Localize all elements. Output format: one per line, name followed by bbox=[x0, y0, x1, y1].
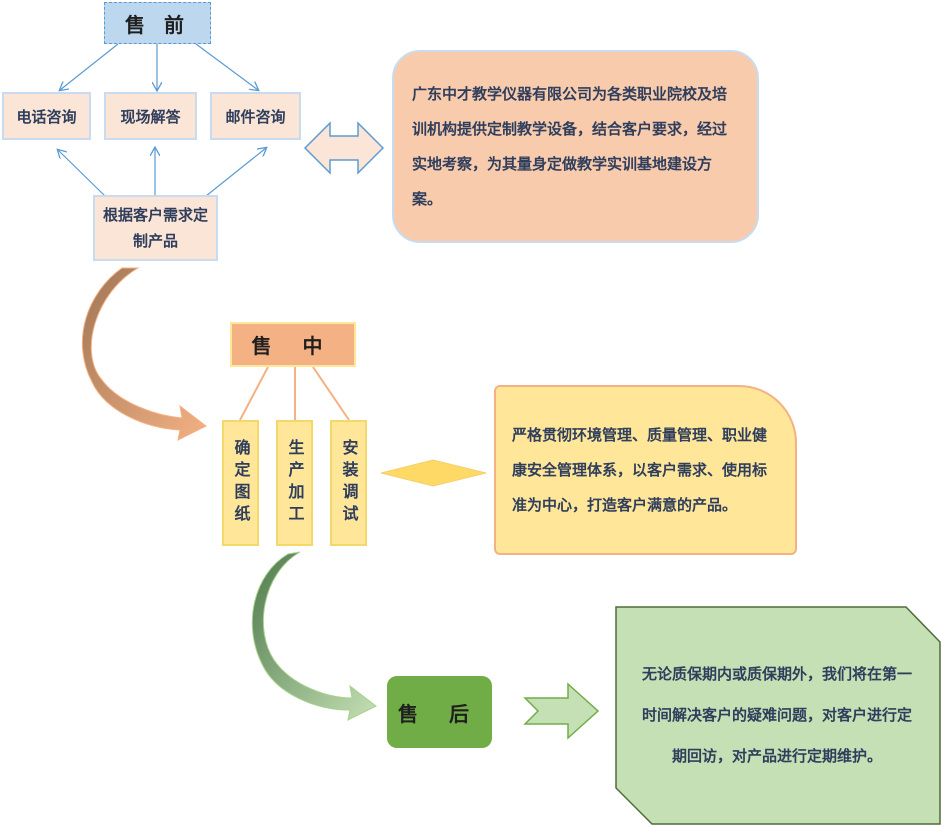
curved-arrow-pre-to-mid-icon bbox=[81, 267, 207, 441]
phone-consult-box: 电话咨询 bbox=[2, 92, 91, 140]
pre-sale-description: 广东中才教学仪器有限公司为各类职业院校及培训机构提供定制教学设备，结合客户要求，… bbox=[392, 50, 759, 243]
onsite-answer-box: 现场解答 bbox=[104, 92, 197, 140]
after-sale-description: 无论质保期内或质保期外，我们将在第一时间解决客户的疑难问题，对客户进行定期回访，… bbox=[632, 655, 922, 775]
pre-custom-connectors bbox=[58, 148, 266, 197]
double-arrow-icon bbox=[303, 121, 385, 175]
in-sale-description: 严格贯彻环境管理、质量管理、职业健康安全管理体系，以客户需求、使用标准为中心，打… bbox=[494, 385, 797, 555]
after-sale-description-text: 无论质保期内或质保期外，我们将在第一时间解决客户的疑难问题，对客户进行定期回访，… bbox=[641, 664, 912, 765]
pre-title-connectors bbox=[60, 43, 258, 90]
install-debug-step: 安装调试 bbox=[330, 420, 367, 546]
custom-product-box: 根据客户需求定制产品 bbox=[93, 195, 218, 261]
email-consult-box: 邮件咨询 bbox=[210, 92, 301, 140]
diamond-shape bbox=[380, 459, 487, 487]
mid-title-connectors bbox=[239, 366, 350, 421]
in-sale-description-text: 严格贯彻环境管理、质量管理、职业健康安全管理体系，以客户需求、使用标准为中心，打… bbox=[512, 425, 768, 514]
confirm-drawing-step: 确定图纸 bbox=[222, 420, 259, 546]
pre-sale-title: 售 前 bbox=[104, 2, 211, 44]
after-sale-title: 售 后 bbox=[387, 676, 492, 748]
in-sale-title: 售 中 bbox=[230, 322, 356, 367]
pre-sale-description-text: 广东中才教学仪器有限公司为各类职业院校及培训机构提供定制教学设备，结合客户要求，… bbox=[412, 84, 728, 208]
right-arrow-icon bbox=[523, 682, 600, 740]
production-step: 生产加工 bbox=[276, 420, 313, 546]
curved-arrow-mid-to-post-icon bbox=[251, 551, 377, 721]
after-sale-description-shape bbox=[615, 606, 941, 825]
